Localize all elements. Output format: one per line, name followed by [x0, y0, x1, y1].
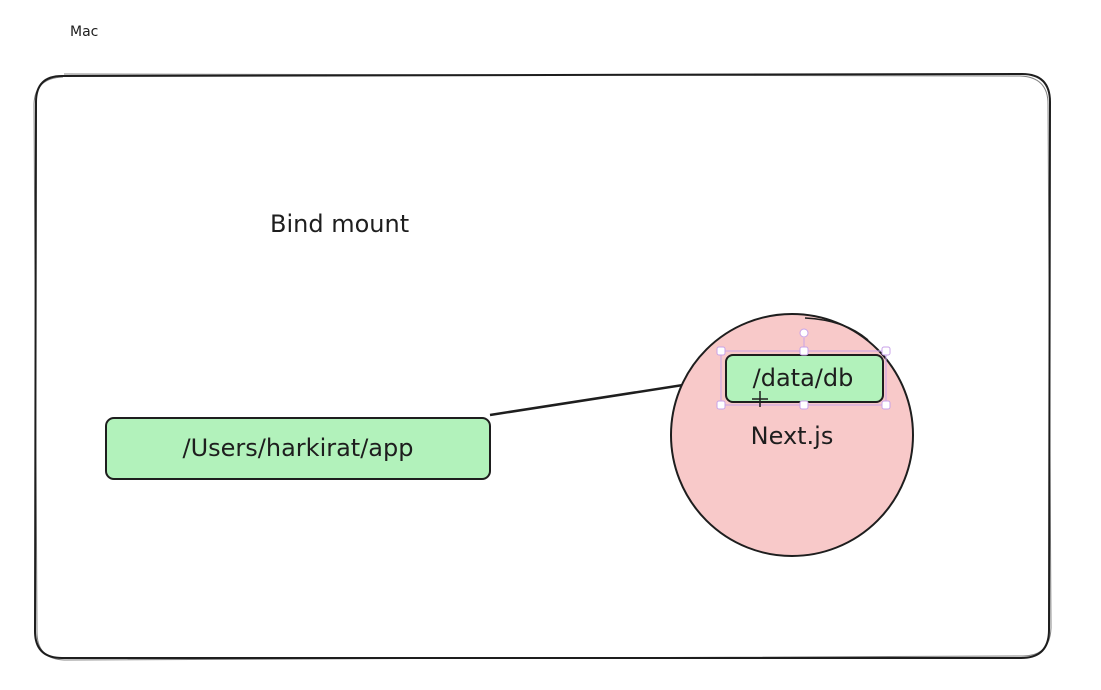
mac-frame[interactable]	[33, 72, 1052, 659]
rotation-handle[interactable]	[799, 328, 809, 338]
selection-overlay[interactable]	[716, 328, 891, 410]
container-circle-sketch	[804, 317, 869, 341]
resize-handle-se[interactable]	[881, 400, 891, 410]
resize-handle-sw[interactable]	[716, 400, 726, 410]
host-path-label: /Users/harkirat/app	[183, 434, 414, 462]
resize-handle-n[interactable]	[799, 346, 809, 356]
move-cursor-icon	[752, 391, 768, 407]
resize-handle-nw[interactable]	[716, 346, 726, 356]
resize-handle-s[interactable]	[799, 400, 809, 410]
container-name-label: Next.js	[751, 422, 834, 450]
mac-label: Mac	[70, 24, 98, 40]
diagram-title: Bind mount	[270, 210, 409, 238]
host-path-box[interactable]	[105, 417, 491, 480]
mac-frame-sketch	[33, 73, 1052, 661]
resize-handle-ne[interactable]	[881, 346, 891, 356]
container-path-label: /data/db	[753, 364, 854, 392]
